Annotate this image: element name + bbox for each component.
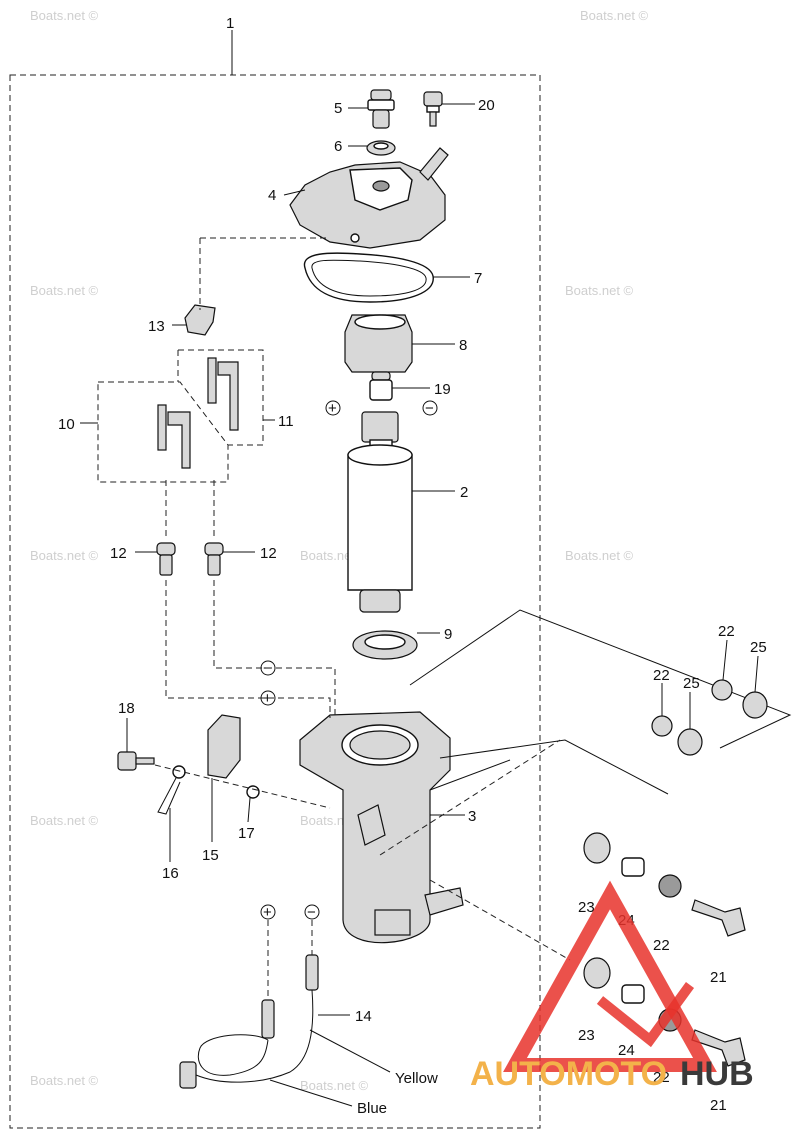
ring-nut-part-8 [344, 314, 413, 373]
label-part-19: 19 [434, 381, 451, 398]
wire-color-blue: Blue [357, 1100, 387, 1117]
seal-part-9 [352, 630, 418, 660]
label-part-17: 17 [238, 825, 255, 842]
watermark: Boats.net © [30, 8, 99, 23]
label-part-16: 16 [162, 865, 179, 882]
watermark: Boats.net © [300, 1078, 369, 1093]
bolt-part-18 [117, 751, 155, 771]
wire-routes [154, 237, 336, 1000]
label-part-24: 24 [618, 1042, 635, 1059]
washer-part-17 [246, 785, 260, 799]
label-part-20: 20 [478, 97, 495, 114]
label-part-6: 6 [334, 138, 342, 155]
terminal-boot-part-13 [184, 304, 216, 336]
logo-text-hub: HUB [680, 1055, 754, 1093]
label-part-11: 11 [278, 413, 294, 430]
wire-color-yellow: Yellow [395, 1070, 438, 1087]
gasket-part-7 [303, 252, 434, 303]
logo-text-automoto: AUTOMOTO [470, 1055, 667, 1093]
lead-wire-groups [97, 349, 264, 483]
label-part-22: 22 [653, 937, 670, 954]
label-part-25: 25 [683, 675, 700, 692]
label-part-12: 12 [260, 545, 277, 562]
watermark: Boats.net © [565, 283, 634, 298]
bracket-part-15 [207, 714, 241, 779]
label-part-4: 4 [268, 187, 276, 204]
label-part-22: 22 [653, 667, 670, 684]
watermark: Boats.net © [30, 283, 99, 298]
label-part-5: 5 [334, 100, 342, 117]
label-part-18: 18 [118, 700, 135, 717]
label-part-22: 22 [718, 623, 735, 640]
watermark: Boats.net © [580, 8, 649, 23]
watermark: Boats.net © [30, 813, 99, 828]
filter-housing-part-3 [299, 711, 464, 944]
label-part-9: 9 [444, 626, 452, 643]
assembly-boundary [9, 30, 541, 1129]
label-part-2: 2 [460, 484, 468, 501]
label-part-15: 15 [202, 847, 219, 864]
label-part-25: 25 [750, 639, 767, 656]
hose-nipple-part-5 [367, 89, 395, 129]
label-part-13: 13 [148, 318, 165, 335]
cover-part-4 [289, 147, 449, 249]
label-part-1: 1 [226, 15, 234, 32]
watermark: Boats.net © [30, 548, 99, 563]
label-part-23: 23 [578, 1027, 595, 1044]
automotohub-logo: AUTOMOTO HUB [470, 880, 754, 1093]
watermark: Boats.net © [30, 1073, 99, 1088]
label-part-10: 10 [58, 416, 75, 433]
label-part-12: 12 [110, 545, 127, 562]
label-part-7: 7 [474, 270, 482, 287]
clip-part-16 [157, 765, 186, 815]
plus-symbol: + [263, 690, 272, 707]
watermark: Boats.net © [565, 548, 634, 563]
label-part-22: 22 [653, 1069, 670, 1086]
watermark-layer: Boats.net © Boats.net © Boats.net © Boat… [30, 8, 649, 1093]
label-part-23: 23 [578, 899, 595, 916]
fuel-pump-part-2 [347, 411, 413, 613]
plus-symbol: + [328, 400, 337, 417]
label-part-21: 21 [710, 1097, 727, 1114]
minus-symbol: − [425, 400, 434, 417]
label-part-14: 14 [355, 1008, 372, 1025]
leader-lines [80, 103, 759, 1107]
terminal-caps-part-12 [156, 542, 224, 576]
filter-part-19 [369, 371, 393, 401]
minus-symbol: − [307, 904, 316, 921]
washer-part-6 [366, 140, 396, 156]
part-number-labels: 1 2 3 4 5 6 7 8 9 10 11 12 12 13 14 15 1… [58, 15, 767, 1117]
label-part-3: 3 [468, 808, 476, 825]
mount-hardware [379, 609, 792, 1067]
plus-symbol: + [263, 904, 272, 921]
label-part-21: 21 [710, 969, 727, 986]
label-part-8: 8 [459, 337, 467, 354]
wire-harness-part-14 [179, 954, 319, 1089]
bolt-part-20 [423, 91, 443, 127]
